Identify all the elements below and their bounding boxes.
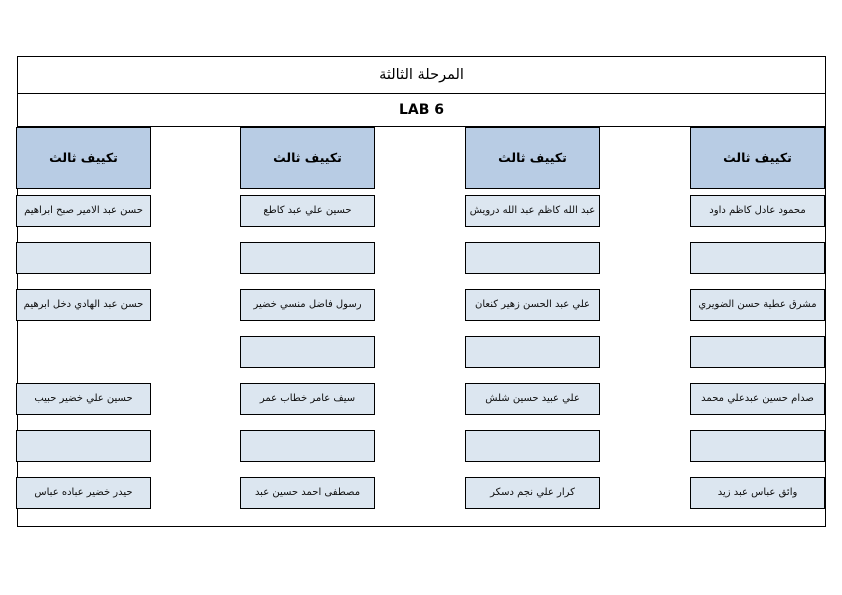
roster-column-3: تكييف ثالث حسين علي عبد كاطع رسول فاضل م… [240,127,375,528]
student-name: محمود عادل كاظم داود [709,205,806,217]
list-item[interactable] [465,242,600,274]
student-name: مشرق عطية حسن الضويري [698,299,817,311]
list-item[interactable]: سيف عامر خطاب عمر [240,383,375,415]
list-item[interactable]: علي عبيد حسين شلش [465,383,600,415]
list-item[interactable] [690,242,825,274]
student-name: سيف عامر خطاب عمر [259,393,356,405]
list-item[interactable]: حسين علي خضير حبيب [16,383,151,415]
student-name: حسن عبد الامير صبح ابراهيم [24,205,143,217]
roster-column-4: تكييف ثالث حسن عبد الامير صبح ابراهيم حس… [16,127,151,528]
page-title: المرحلة الثالثة [379,67,464,83]
column-header-4: تكييف ثالث [16,127,151,189]
student-name: رسول فاضل منسي خضير [253,299,362,311]
student-name: عبد الله كاظم عبد الله درويش [469,205,596,217]
column-header-2: تكييف ثالث [465,127,600,189]
roster-column-2: تكييف ثالث عبد الله كاظم عبد الله درويش … [465,127,600,528]
column-header-3: تكييف ثالث [240,127,375,189]
student-name: وائق عباس عبد زيد [717,487,798,499]
list-item[interactable] [240,242,375,274]
student-name: كرار علي نجم دسكر [490,487,575,499]
student-name: حسين علي خضير حبيب [34,393,133,405]
list-item[interactable]: رسول فاضل منسي خضير [240,289,375,321]
list-item[interactable] [16,242,151,274]
list-item[interactable]: علي عبد الحسن زهير كنعان [465,289,600,321]
list-item[interactable]: حسن عبد الامير صبح ابراهيم [16,195,151,227]
list-item[interactable] [240,430,375,462]
lab-title-row: LAB 6 [18,94,825,127]
list-item[interactable]: محمود عادل كاظم داود [690,195,825,227]
list-item[interactable]: عبد الله كاظم عبد الله درويش [465,195,600,227]
list-item[interactable] [690,430,825,462]
list-item[interactable] [16,430,151,462]
list-item[interactable] [465,336,600,368]
column-header-label: تكييف ثالث [498,149,567,165]
lab-label: LAB 6 [398,102,445,118]
list-item[interactable]: وائق عباس عبد زيد [690,477,825,509]
student-name: حيدر خضير عباده عباس [34,487,133,499]
list-item[interactable]: مشرق عطية حسن الضويري [690,289,825,321]
list-item[interactable]: حيدر خضير عباده عباس [16,477,151,509]
student-name: علي عبد الحسن زهير كنعان [475,299,591,311]
column-header-1: تكييف ثالث [690,127,825,189]
list-item[interactable] [465,430,600,462]
stage-title-row: المرحلة الثالثة [18,57,825,94]
student-name: حسن عبد الهادي دخل ابرهيم [23,299,144,311]
student-name: حسين علي عبد كاطع [263,205,352,217]
column-header-label: تكييف ثالث [723,149,792,165]
list-item[interactable]: صدام حسين عبدعلي محمد [690,383,825,415]
column-header-label: تكييف ثالث [49,149,118,165]
student-name: علي عبيد حسين شلش [485,393,580,405]
roster-column-1: تكييف ثالث محمود عادل كاظم داود مشرق عطي… [690,127,825,528]
list-item[interactable] [690,336,825,368]
student-name: صدام حسين عبدعلي محمد [701,393,814,405]
columns-container: تكييف ثالث محمود عادل كاظم داود مشرق عطي… [16,127,825,528]
list-item[interactable]: حسن عبد الهادي دخل ابرهيم [16,289,151,321]
list-item[interactable]: مصطفى احمد حسين عبد [240,477,375,509]
list-item[interactable] [240,336,375,368]
student-name: مصطفى احمد حسين عبد [254,487,361,499]
column-header-label: تكييف ثالث [273,149,342,165]
list-item[interactable]: كرار علي نجم دسكر [465,477,600,509]
roster-table: المرحلة الثالثة LAB 6 تكييف ثالث محمود ع… [16,56,826,528]
list-item[interactable]: حسين علي عبد كاطع [240,195,375,227]
